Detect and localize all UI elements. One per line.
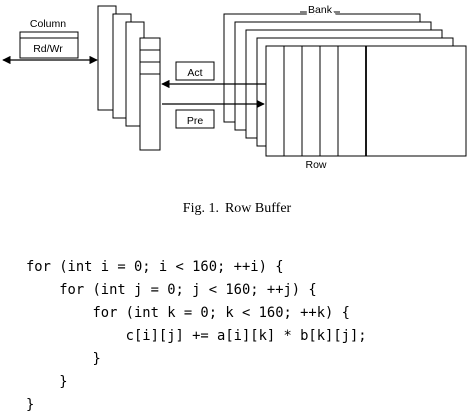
caption-text: Row Buffer [224, 201, 292, 216]
act-label: Act [187, 67, 202, 79]
code-line: c[i][j] += a[i][k] * b[k][j]; [26, 328, 367, 344]
row-label: Row [305, 159, 326, 171]
code-line: for (int k = 0; k < 160; ++k) { [26, 305, 350, 321]
bank-label: Bank [308, 4, 333, 16]
code-line: } [26, 351, 101, 367]
rd-wr-label: Rd/Wr [33, 43, 63, 55]
column-decoder-stack [97, 5, 161, 151]
column-block [19, 31, 79, 59]
pre-box [175, 109, 215, 129]
code-line: for (int j = 0; j < 160; ++j) { [26, 282, 317, 298]
code-listing: for (int i = 0; i < 160; ++i) { for (int… [26, 256, 367, 417]
column-label: Column [30, 18, 66, 30]
code-line: } [26, 397, 35, 413]
code-line: for (int i = 0; i < 160; ++i) { [26, 259, 284, 275]
pre-label: Pre [187, 115, 204, 127]
bank-stack [223, 13, 467, 157]
caption-label: Fig. 1. [182, 201, 219, 216]
act-box [175, 61, 215, 81]
row-buffer-diagram: Column Rd/Wr Bank Act Pre Row [2, 2, 467, 171]
code-line: } [26, 374, 68, 390]
figure-caption: Fig. 1. Row Buffer [0, 201, 474, 217]
